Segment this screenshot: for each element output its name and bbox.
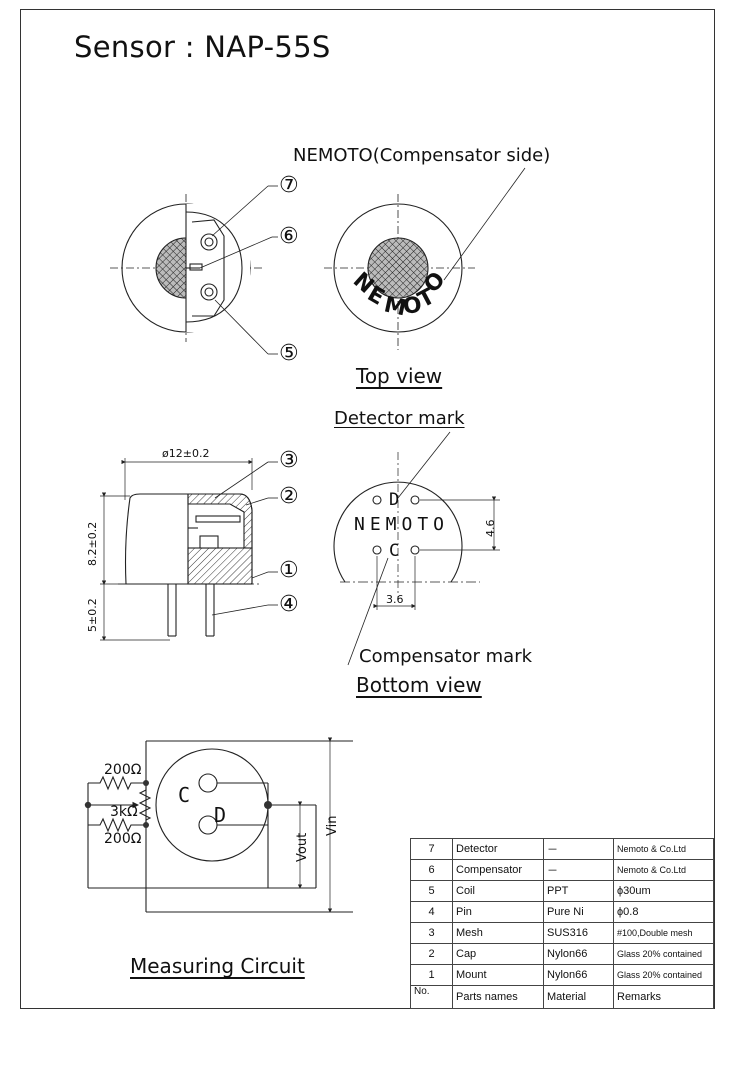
pot-label: 3kΩ [110, 804, 138, 820]
part-material: － [543, 838, 614, 860]
table-row: 5 Coil PPT ϕ30um [410, 880, 714, 902]
part-no: 6 [410, 859, 453, 881]
part-remarks: Nemoto & Co.Ltd [613, 838, 714, 860]
part-material: PPT [543, 880, 614, 902]
table-row: 7 Detector － Nemoto & Co.Ltd [410, 838, 714, 860]
part-name: Mesh [452, 922, 544, 944]
detector-mark-label: Detector mark [334, 408, 465, 429]
header-remarks: Remarks [613, 985, 714, 1009]
part-remarks: Glass 20% contained [613, 964, 714, 986]
part-name: Mount [452, 964, 544, 986]
resistor-top-label: 200Ω [104, 762, 142, 778]
table-row: 2 Cap Nylon66 Glass 20% contained [410, 943, 714, 965]
table-row: 3 Mesh SUS316 #100,Double mesh [410, 922, 714, 944]
dim-pin-length: 5±0.2 [86, 598, 99, 632]
drawing-sheet [20, 9, 715, 1009]
dim-height: 8.2±0.2 [86, 521, 99, 566]
part-no: 7 [410, 838, 453, 860]
part-remarks: Glass 20% contained [613, 943, 714, 965]
part-material: － [543, 859, 614, 881]
header-no: No. [410, 985, 453, 1009]
svg-text:O: O [401, 293, 423, 320]
compensator-c-mark: C [389, 541, 400, 561]
part-name: Cap [452, 943, 544, 965]
bottom-view [333, 431, 500, 666]
detector-d-mark: D [389, 490, 400, 510]
callout-3: ③ [279, 448, 299, 473]
part-remarks: ϕ30um [613, 880, 714, 902]
header-material: Material [543, 985, 614, 1009]
resistor-bottom-label: 200Ω [104, 831, 142, 847]
part-material: Pure Ni [543, 901, 614, 923]
part-material: Nylon66 [543, 943, 614, 965]
top-view-leaders [199, 185, 278, 355]
callout-2: ② [279, 484, 299, 509]
part-material: Nylon66 [543, 964, 614, 986]
vout-label: Vout [295, 832, 310, 862]
parts-table: 7 Detector － Nemoto & Co.Ltd 6 Compensat… [410, 838, 714, 1009]
part-material: SUS316 [543, 922, 614, 944]
callout-6: ⑥ [279, 224, 299, 249]
svg-text:M: M [382, 292, 409, 321]
table-row: 6 Compensator － Nemoto & Co.Ltd [410, 859, 714, 881]
side-view [100, 458, 262, 641]
part-no: 1 [410, 964, 453, 986]
part-no: 5 [410, 880, 453, 902]
callout-1: ① [279, 558, 299, 583]
circuit-d-label: D [214, 803, 227, 827]
top-view-cutaway [110, 194, 262, 342]
header-parts-names: Parts names [452, 985, 544, 1009]
part-no: 2 [410, 943, 453, 965]
dim-pin-spacing-v: 4.6 [484, 519, 497, 538]
measuring-circuit-caption: Measuring Circuit [130, 954, 305, 978]
table-row: 4 Pin Pure Ni ϕ0.8 [410, 901, 714, 923]
side-view-leaders [211, 461, 278, 616]
part-no: 4 [410, 901, 453, 923]
top-view-right [324, 167, 526, 350]
part-remarks: Nemoto & Co.Ltd [613, 859, 714, 881]
part-name: Pin [452, 901, 544, 923]
callout-4: ④ [279, 592, 299, 617]
part-remarks: ϕ0.8 [613, 901, 714, 923]
dim-diameter: ø12±0.2 [162, 447, 210, 460]
dim-pin-spacing-h: 3.6 [386, 593, 404, 606]
part-name: Coil [452, 880, 544, 902]
callout-7: ⑦ [279, 173, 299, 198]
callout-5: ⑤ [279, 341, 299, 366]
part-name: Detector [452, 838, 544, 860]
table-row: 1 Mount Nylon66 Glass 20% contained [410, 964, 714, 986]
page-title: Sensor : NAP-55S [74, 30, 331, 64]
part-name: Compensator [452, 859, 544, 881]
circuit-c-label: C [178, 783, 191, 807]
part-no: 3 [410, 922, 453, 944]
part-remarks: #100,Double mesh [613, 922, 714, 944]
compensator-mark-label: Compensator mark [359, 646, 533, 667]
top-view-caption: Top view [356, 364, 443, 388]
bottom-view-caption: Bottom view [356, 673, 482, 697]
bottom-nemoto-mark: NEMOTO [354, 514, 450, 535]
vin-label: Vin [325, 815, 340, 836]
nemoto-compensator-side-label: NEMOTO(Compensator side) [293, 145, 551, 166]
circuit-nodes [84, 780, 272, 828]
table-header-row: No. Parts names Material Remarks [410, 985, 714, 1009]
